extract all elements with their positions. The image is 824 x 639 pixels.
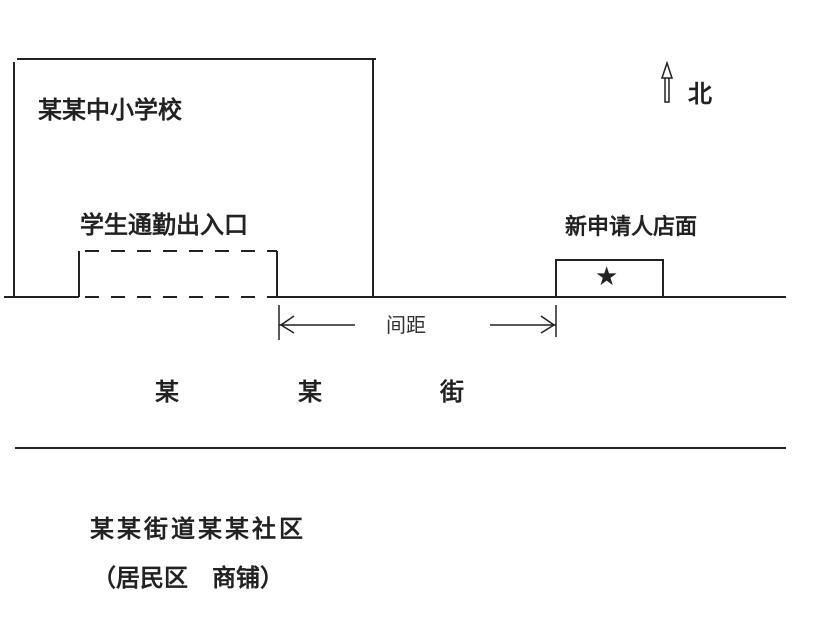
store-label: 新申请人店面 [565, 215, 698, 240]
street-char-1: 某 [155, 378, 179, 406]
distance-dimension [278, 305, 557, 340]
community-name: 某某街道某某社区 [90, 515, 306, 543]
distance-label: 间距 [386, 313, 426, 337]
school-name: 某某中小学校 [38, 96, 182, 124]
street-char-3: 街 [440, 378, 464, 406]
entrance-dashed-outline [85, 250, 277, 298]
school-boundary [13, 58, 376, 297]
entrance-label: 学生通勤出入口 [80, 211, 248, 239]
community-note: （居民区 商铺） [92, 564, 284, 592]
store-box [555, 259, 664, 297]
north-arrow-icon [660, 60, 674, 103]
star-icon: ★ [595, 262, 619, 292]
north-label: 北 [688, 80, 712, 108]
entrance-walls [78, 251, 278, 297]
street-char-2: 某 [298, 378, 322, 406]
